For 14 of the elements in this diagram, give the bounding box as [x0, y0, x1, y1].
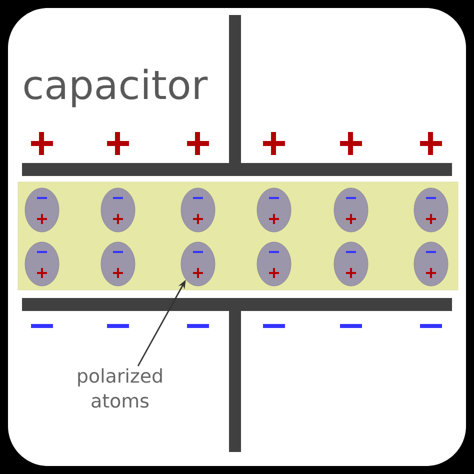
atom — [334, 188, 368, 232]
atom — [180, 242, 216, 286]
atom — [256, 242, 292, 286]
atom — [24, 188, 60, 232]
atom — [256, 188, 292, 232]
atom — [180, 188, 216, 232]
atom — [414, 188, 448, 232]
callout-text: polarized atoms — [78, 368, 162, 408]
atom — [334, 242, 368, 286]
title: capacitor — [24, 68, 208, 108]
atom — [414, 242, 448, 286]
atom — [100, 242, 136, 286]
atom — [24, 242, 60, 286]
atom — [100, 188, 136, 232]
